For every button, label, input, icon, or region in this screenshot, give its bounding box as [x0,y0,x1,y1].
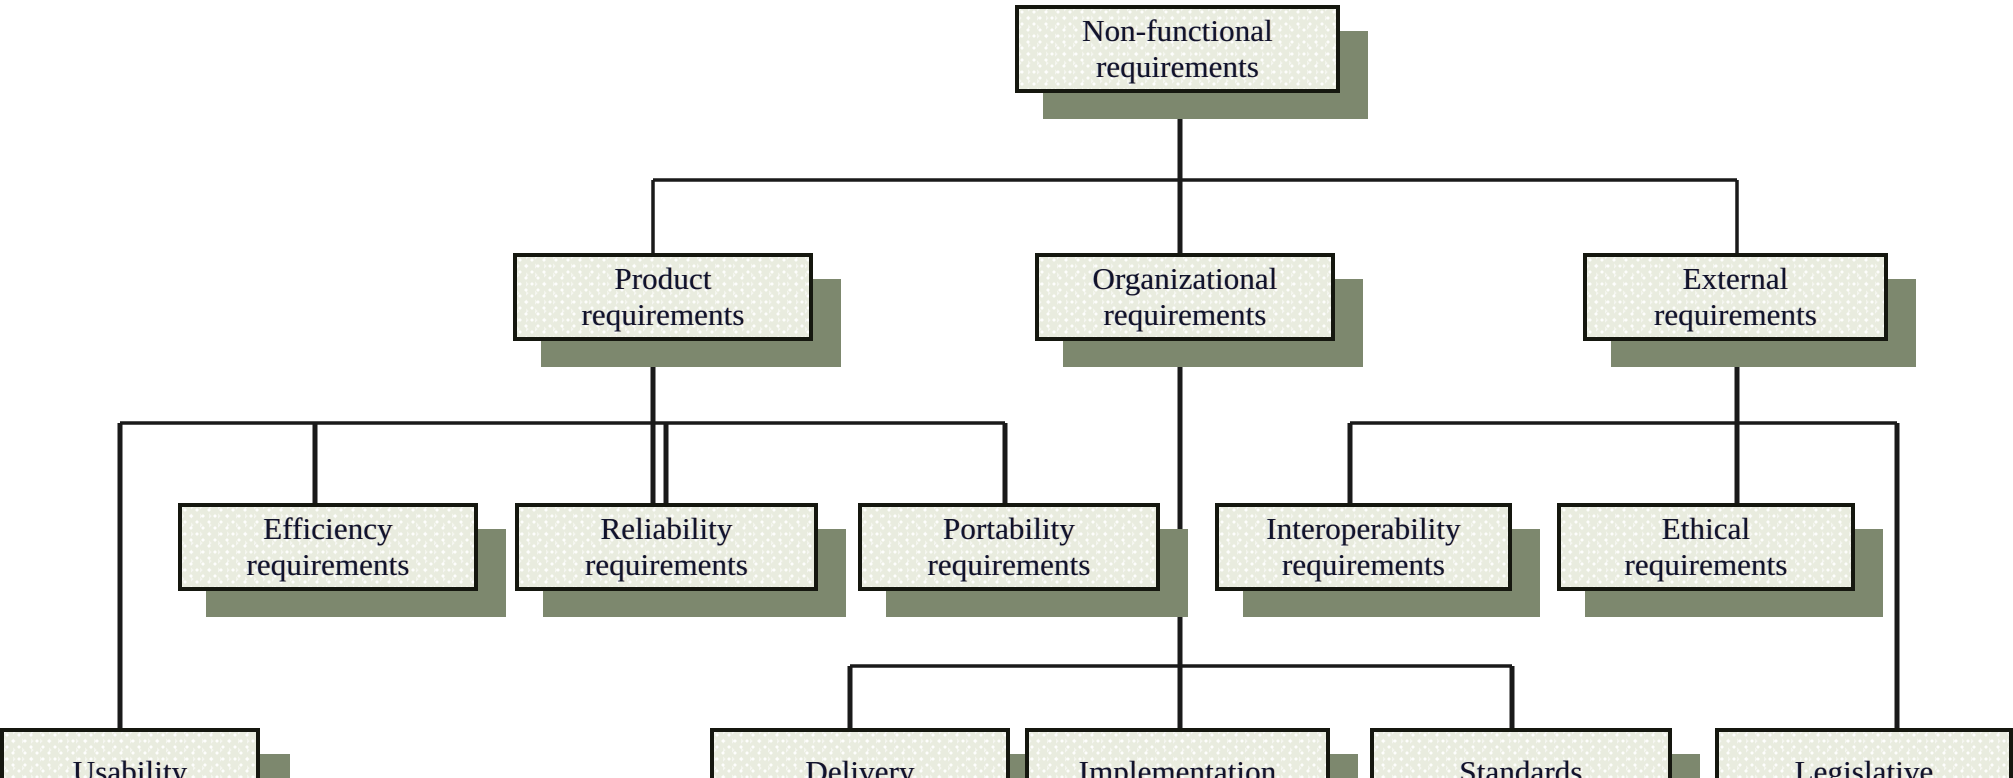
node-label: Interoperability requirements [1266,511,1461,582]
node-efficiency-requirements[interactable]: Efficiency requirements [178,503,478,591]
node-label: Usability [72,754,188,778]
node-external-requirements[interactable]: External requirements [1583,253,1888,341]
node-non-functional-requirements[interactable]: Non-functional requirements [1015,5,1340,93]
node-ethical-requirements[interactable]: Ethical requirements [1557,503,1855,591]
node-portability-requirements[interactable]: Portability requirements [858,503,1160,591]
node-implementation-requirements[interactable]: Implementation [1025,728,1330,778]
node-label: Legislative [1794,754,1934,778]
node-label: Portability requirements [927,511,1091,582]
node-label: Non-functional requirements [1082,13,1273,84]
node-usability-requirements[interactable]: Usability [0,728,260,778]
node-label: Organizational requirements [1092,261,1278,332]
node-label: Product requirements [581,261,745,332]
node-label: Standards [1459,754,1583,778]
node-reliability-requirements[interactable]: Reliability requirements [515,503,818,591]
node-label: Ethical requirements [1624,511,1788,582]
node-standards-requirements[interactable]: Standards [1370,728,1672,778]
node-label: Efficiency requirements [246,511,410,582]
node-delivery-requirements[interactable]: Delivery [710,728,1010,778]
node-legislative-requirements[interactable]: Legislative [1715,728,2013,778]
node-organizational-requirements[interactable]: Organizational requirements [1035,253,1335,341]
node-interoperability-requirements[interactable]: Interoperability requirements [1215,503,1512,591]
node-label: Implementation [1078,754,1277,778]
node-label: Delivery [805,754,915,778]
node-label: Reliability requirements [584,511,749,582]
node-label: External requirements [1653,261,1818,332]
node-product-requirements[interactable]: Product requirements [513,253,813,341]
